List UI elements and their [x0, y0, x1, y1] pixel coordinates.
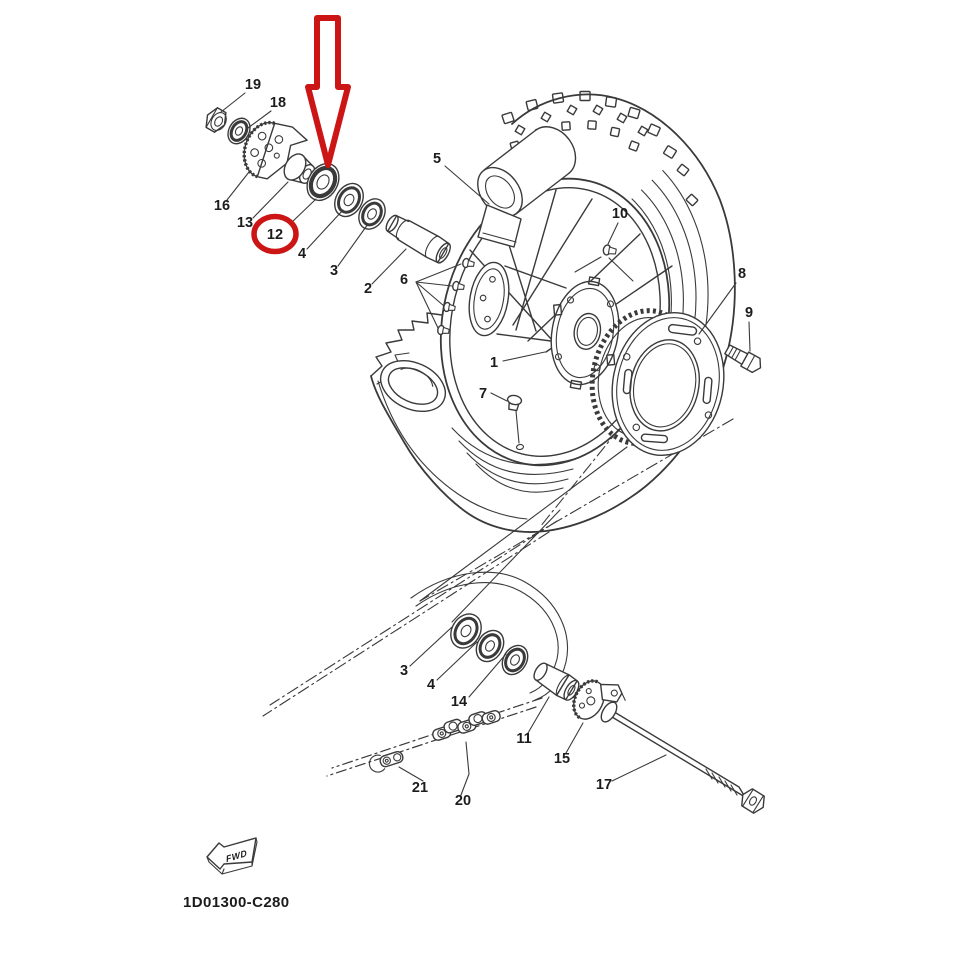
leader-line-21	[398, 766, 424, 782]
leader-line-15	[565, 722, 584, 754]
leader-line-1	[502, 351, 546, 362]
red-arrow-marker	[305, 15, 351, 168]
leader-line-6	[415, 281, 453, 287]
part-label-4: 4	[298, 246, 306, 262]
lower-axle-parts	[410, 571, 765, 814]
diagram-code: 1D01300-C280	[183, 894, 290, 911]
part-label-16: 16	[214, 198, 230, 214]
part-label-4: 4	[427, 677, 435, 693]
part-label-7: 7	[479, 386, 487, 402]
part-label-12-highlighted: 12	[267, 227, 283, 243]
part-17-axle	[600, 701, 765, 814]
part-19-nut	[205, 107, 227, 133]
leader-line-14	[468, 653, 507, 698]
leader-line-3	[337, 223, 369, 267]
leader-line-8	[698, 282, 737, 335]
part-label-10: 10	[612, 206, 628, 222]
leader-line-7	[490, 392, 508, 402]
part-label-13: 13	[237, 215, 253, 231]
leader-line-9	[748, 321, 751, 352]
hub	[468, 261, 620, 390]
part-label-5: 5	[433, 151, 441, 167]
tire	[370, 93, 736, 533]
valve-stem	[506, 394, 523, 444]
leader-line-10	[607, 222, 619, 245]
leader-line-6	[415, 263, 462, 283]
leader-line-18	[247, 110, 272, 129]
part-4b-bearing	[475, 629, 505, 663]
leader-line-13	[252, 181, 289, 219]
rim-well-arcs	[451, 427, 579, 493]
part-label-11: 11	[516, 731, 531, 747]
leader-line-4	[306, 209, 344, 250]
part-2-spacer	[385, 214, 451, 264]
part-label-3: 3	[400, 663, 408, 679]
highlight-annotations	[251, 15, 351, 255]
part-label-6: 6	[400, 272, 408, 288]
nipple-10	[602, 244, 617, 256]
bolt-9	[724, 344, 762, 374]
leader-line-17	[611, 754, 667, 782]
part-11-collar	[533, 662, 580, 701]
part-label-17: 17	[596, 777, 612, 793]
leader-line-6	[415, 281, 439, 329]
drive-chain	[326, 697, 543, 777]
part-15-adjuster	[572, 679, 626, 720]
part-label-18: 18	[270, 95, 286, 111]
part-label-1: 1	[490, 355, 498, 371]
part-3-bearing	[358, 198, 386, 230]
valve-hole	[515, 443, 525, 451]
leader-line-12	[290, 198, 317, 224]
leader-line-3	[409, 626, 453, 667]
leader-line-20	[460, 741, 470, 796]
part-14-seal	[501, 644, 529, 676]
chain-clip	[368, 750, 404, 773]
fwd-marker: FWD	[206, 837, 258, 875]
red-circle-marker	[251, 213, 299, 255]
part-label-9: 9	[745, 305, 753, 321]
chain-joint	[432, 709, 501, 741]
part-label-8: 8	[738, 266, 746, 282]
sprocket-guard	[611, 311, 725, 457]
part-label-2: 2	[364, 281, 372, 297]
part-16-gear-plate	[242, 120, 308, 180]
axle-parts-upper	[205, 107, 451, 264]
hub-brake-flange	[468, 261, 510, 337]
leader-line-19	[220, 92, 246, 113]
leader-line-5	[444, 165, 490, 205]
leader-line-16	[226, 171, 250, 201]
part-label-3: 3	[330, 263, 338, 279]
part-label-20: 20	[455, 793, 471, 809]
rim-lock	[477, 126, 577, 248]
part-18-washer	[227, 117, 251, 145]
leader-line-11	[527, 696, 550, 734]
leader-line-2	[371, 248, 407, 285]
leader-line-4	[436, 641, 478, 681]
part-label-15: 15	[554, 751, 570, 767]
part-labels: 19 18 16 13 12 4 3 2 5 6 10 17 8 9 3 4 14 11 15 17 21 20	[214, 77, 753, 809]
part-3b-bearing	[450, 613, 482, 649]
part-label-14: 14	[451, 694, 467, 710]
part-label-21: 21	[412, 780, 428, 796]
part-label-19: 19	[245, 77, 261, 93]
leader-line-6	[415, 281, 445, 307]
part-12-seal	[306, 162, 340, 202]
